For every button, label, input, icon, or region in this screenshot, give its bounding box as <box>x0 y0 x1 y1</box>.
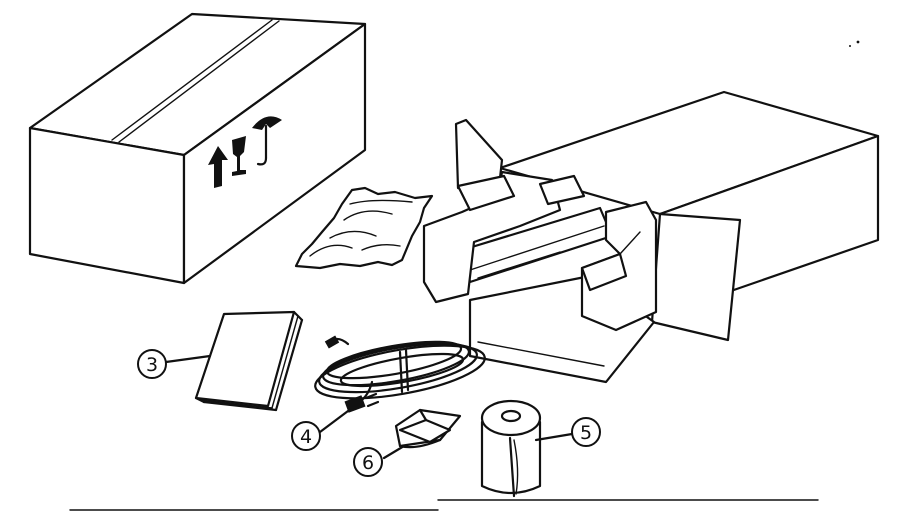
callout-6: 6 <box>353 447 383 477</box>
callout-3-label: 3 <box>146 354 158 376</box>
leader-paper-roll <box>534 432 574 442</box>
leader-small-accessory <box>382 444 406 460</box>
callout-5: 5 <box>571 417 601 447</box>
callout-4-label: 4 <box>300 426 312 448</box>
callout-4: 4 <box>291 421 321 451</box>
plastic-bag <box>294 186 434 270</box>
inner-box-with-device <box>422 90 880 384</box>
handling-symbols-icon <box>208 116 282 188</box>
small-accessory <box>394 408 462 449</box>
callout-3: 3 <box>137 349 167 379</box>
power-cord <box>314 335 486 413</box>
callout-5-label: 5 <box>580 422 592 444</box>
leader-manual <box>164 354 212 364</box>
leader-power-cord <box>318 406 354 434</box>
instruction-manual <box>194 310 304 412</box>
paper-roll <box>480 399 542 498</box>
callout-6-label: 6 <box>362 452 374 474</box>
shipping-carton <box>28 12 367 285</box>
